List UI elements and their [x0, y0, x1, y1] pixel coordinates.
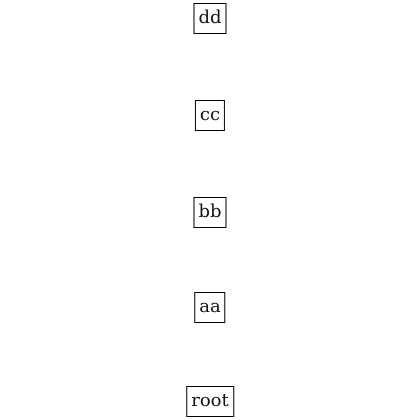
node-root: root [186, 386, 234, 417]
node-dd: dd [193, 3, 227, 34]
node-cc: cc [194, 100, 226, 131]
node-bb: bb [193, 197, 227, 228]
node-aa: aa [194, 292, 226, 323]
